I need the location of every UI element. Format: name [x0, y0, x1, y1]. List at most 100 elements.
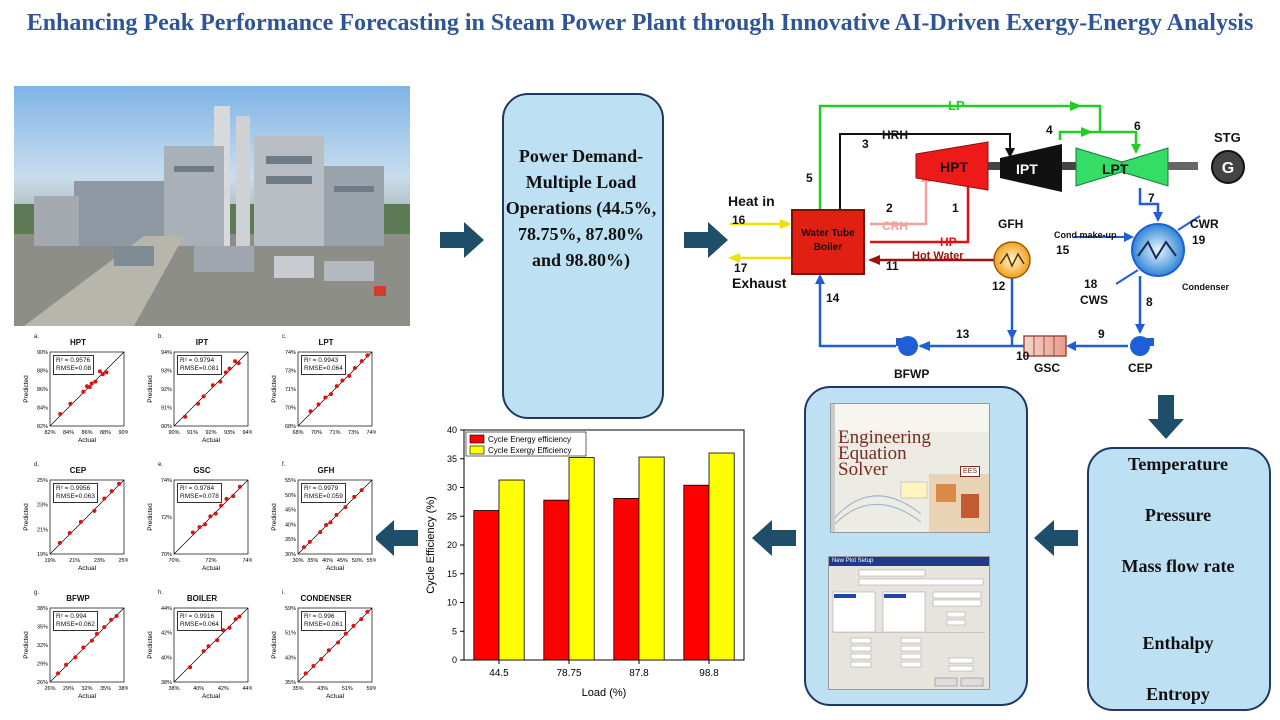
scatter-point [97, 369, 102, 374]
legend-swatch [469, 434, 485, 444]
y-tick-label: 35% [37, 625, 48, 631]
stream-3: 3 [862, 137, 869, 151]
scatter-point [365, 609, 370, 614]
panel-letter: g. [34, 590, 40, 596]
condenser-label: Condenser [1182, 282, 1230, 292]
y-tick-label: 32% [37, 643, 48, 649]
scatter-point [231, 494, 236, 499]
x-tick-label: 78.75 [556, 668, 581, 679]
x-tick-label: 30% [292, 558, 303, 564]
scatter-point [224, 496, 229, 501]
scatter-point [89, 381, 94, 386]
scatter-point [87, 385, 92, 390]
scatter-frame [49, 479, 125, 555]
scatter-point [102, 496, 107, 501]
y-tick-label: 70% [285, 406, 296, 412]
rmse-value: RMSE=0.063 [56, 493, 95, 500]
y-tick-label: 5 [452, 626, 457, 636]
stream-19: 19 [1192, 233, 1206, 247]
rmse-value: RMSE=0.08 [56, 365, 92, 372]
scatter-point [308, 409, 313, 414]
scatter-point [223, 370, 228, 375]
scatter-point [202, 522, 207, 527]
fit-line [49, 351, 125, 427]
x-axis-label: Actual [78, 565, 97, 572]
legend-entry: Cycle Exergy Efficiency [488, 446, 571, 455]
scatter-point [307, 539, 312, 544]
stream-7: 7 [1148, 191, 1155, 205]
fit-line [173, 351, 249, 427]
scatter-point [206, 644, 211, 649]
property-entropy: Entropy [1146, 684, 1210, 704]
x-axis-label: Actual [202, 693, 221, 700]
scatter-title: LPT [318, 338, 334, 347]
x-tick-label: 71% [329, 430, 340, 436]
scatter-plot-lpt: c.LPT68%68%70%70%71%71%73%73%74%74%Predi… [256, 334, 376, 458]
y-tick-label: 51% [285, 631, 296, 637]
bar-energy-1 [543, 499, 570, 661]
stream-16: 16 [732, 213, 746, 227]
scatter-point [81, 645, 86, 650]
power-plant-photo [14, 86, 410, 326]
y-tick-label: 38% [37, 606, 48, 612]
y-tick-label: 35% [285, 537, 296, 543]
x-tick-label: 93% [224, 430, 235, 436]
stg-label: STG [1214, 130, 1241, 145]
y-tick-label: 42% [161, 631, 172, 637]
scatter-point [237, 614, 242, 619]
stream-18: 18 [1084, 277, 1098, 291]
scatter-point [58, 411, 63, 416]
scatter-point [365, 353, 370, 358]
bar-energy-3 [683, 484, 710, 661]
bar-energy-2 [613, 498, 640, 661]
bar-exergy-1 [568, 457, 595, 661]
y-tick-label: 25% [37, 478, 48, 484]
y-tick-label: 44% [161, 606, 172, 612]
rmse-value: RMSE=0.059 [304, 493, 343, 500]
y-axis-label: Predicted [23, 631, 30, 659]
scatter-point [237, 484, 242, 489]
y-tick-label: 91% [161, 406, 172, 412]
properties-box [1087, 447, 1271, 711]
scatter-point [343, 505, 348, 510]
legend-box [465, 431, 587, 457]
scatter-point [196, 401, 201, 406]
scatter-point [336, 640, 341, 645]
y-tick-label: 15 [447, 569, 457, 579]
x-tick-label: 26% [44, 686, 55, 692]
y-tick-label: 43% [285, 655, 296, 661]
rmse-value: RMSE=0.061 [304, 621, 343, 628]
panel-letter: h. [158, 590, 164, 596]
x-tick-label: 35% [292, 686, 303, 692]
scatter-plot-boiler: h.BOILER38%38%40%40%42%42%44%44%ActualPr… [132, 590, 252, 714]
ees-dialog-title: New Plot Setup [829, 557, 989, 566]
y-tick-label: 50% [285, 493, 296, 499]
y-axis-label: Predicted [147, 631, 154, 659]
scatter-point [326, 648, 331, 653]
scatter-point [100, 372, 105, 377]
panel-letter: e. [158, 462, 164, 468]
x-tick-label: 84% [63, 430, 74, 436]
scatter-point [359, 617, 364, 622]
scatter-point [334, 384, 339, 389]
x-axis-label: Load (%) [582, 687, 627, 699]
scatter-title: HPT [70, 338, 86, 347]
scatter-svg: 82%82%84%84%86%86%88%88%90%90%ActualPred… [23, 350, 128, 444]
stream-6: 6 [1134, 119, 1141, 133]
rmse-value: RMSE=0.064 [180, 621, 219, 628]
heat-in-label: Heat in [728, 193, 775, 209]
scatter-point [92, 508, 97, 513]
stream-13: 13 [956, 327, 970, 341]
x-tick-label: 90% [118, 430, 128, 436]
stream-10: 10 [1016, 349, 1030, 363]
scatter-point [109, 617, 114, 622]
x-tick-label: 21% [69, 558, 80, 564]
scatter-point [210, 383, 215, 388]
scatter-svg: 26%26%29%29%32%32%35%35%38%38%ActualPred… [23, 606, 128, 700]
scatter-point [347, 373, 352, 378]
